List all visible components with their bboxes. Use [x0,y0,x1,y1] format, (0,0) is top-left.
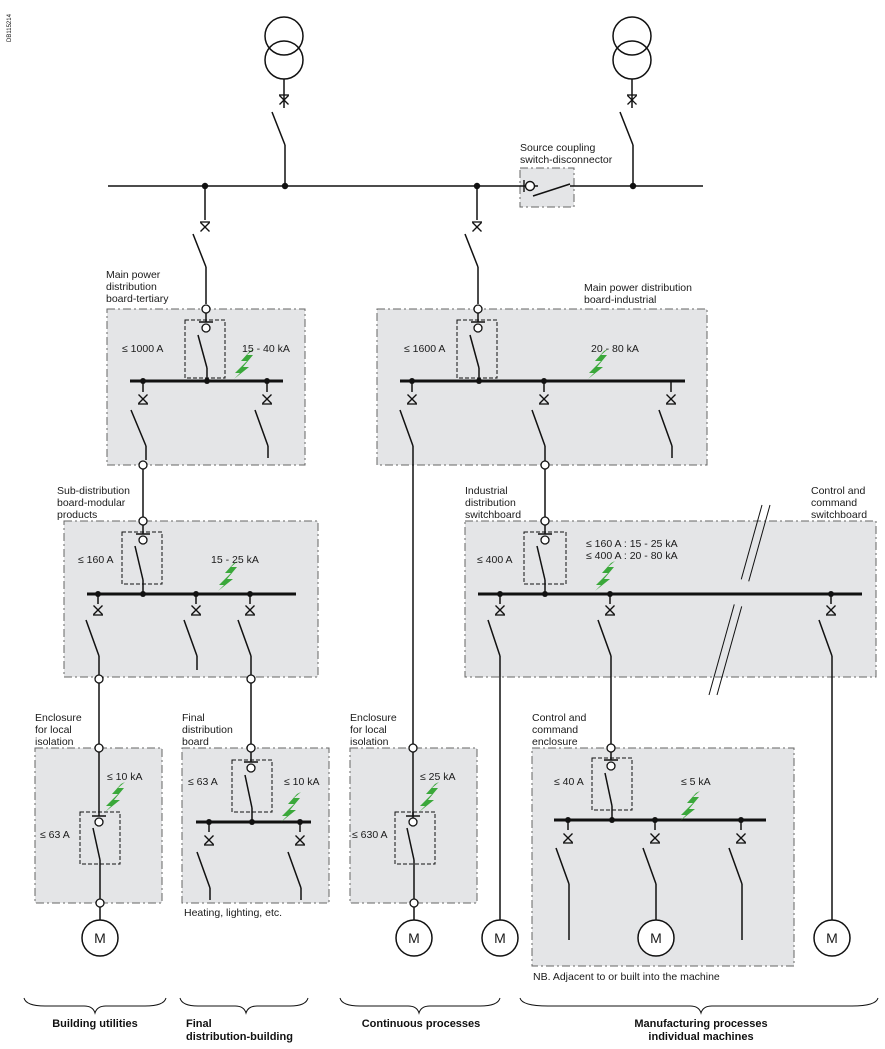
motor-label: M [826,930,838,946]
industrial-switchboard-label: distribution [465,497,516,509]
tertiary-label: board-tertiary [106,293,169,305]
source-coupling-label: Source coupling [520,142,595,154]
rating: ≤ 63 A [40,829,70,841]
rating: ≤ 630 A [352,829,388,841]
tertiary-label: distribution [106,281,157,293]
industrial-label: board-industrial [584,294,656,306]
rating: 15 - 25 kA [211,554,259,566]
final-dist-label: Final [182,712,205,724]
enclosure-label: isolation [350,736,389,748]
panel-subdist [63,520,319,678]
cc-enclosure-label: Control and [532,712,586,724]
control-switchboard-label: command [811,497,857,509]
rating: ≤ 400 A [477,554,513,566]
diagram-code: DB115214 [7,13,13,42]
enclosure-label: isolation [35,736,74,748]
rating: ≤ 10 kA [107,771,143,783]
rating: ≤ 25 kA [420,771,456,783]
transformer-icon [612,16,652,80]
cc-enclosure-label: command [532,724,578,736]
transformer-icon [264,16,304,80]
subdist-label: products [57,509,97,521]
nb-note: NB. Adjacent to or built into the machin… [533,971,720,983]
rating: ≤ 5 kA [681,776,711,788]
category-building-utilities: Building utilities [52,1018,138,1030]
rating: 15 - 40 kA [242,343,290,355]
rating: ≤ 1000 A [122,343,163,355]
motor-label: M [408,930,420,946]
motor-icon [81,919,119,957]
rating: ≤ 63 A [188,776,218,788]
source-coupling-label: switch-disconnector [520,154,613,166]
rating: ≤ 1600 A [404,343,445,355]
enclosure-label: Enclosure [35,712,82,724]
rating: 20 - 80 kA [591,343,639,355]
enclosure-label: for local [35,724,72,736]
category-continuous: Continuous processes [362,1018,481,1030]
heating-note: Heating, lighting, etc. [184,907,282,919]
panel-tertiary [106,308,306,466]
final-dist-label: distribution [182,724,233,736]
industrial-switchboard-label: switchboard [465,509,521,521]
category-manufacturing: Manufacturing processes [634,1018,767,1030]
category-final-building: distribution-building [186,1031,293,1043]
motor-icon [637,919,675,957]
panel-final-dist [181,747,330,904]
rating: ≤ 160 A : 15 - 25 kA [586,538,678,550]
industrial-switchboard-label: Industrial [465,485,508,497]
motor-label: M [94,930,106,946]
rating: ≤ 10 kA [284,776,320,788]
panel-industrial [376,308,708,466]
motor-icon [481,919,519,957]
rating: ≤ 160 A [78,554,114,566]
motor-icon [395,919,433,957]
rating: ≤ 40 A [554,776,584,788]
rating: ≤ 400 A : 20 - 80 kA [586,550,678,562]
enclosure-label: for local [350,724,387,736]
control-switchboard-label: switchboard [811,509,867,521]
motor-icon [813,919,851,957]
enclosure-label: Enclosure [350,712,397,724]
final-dist-label: board [182,736,209,748]
tertiary-label: Main power [106,269,161,281]
motor-label: M [650,930,662,946]
motor-label: M [494,930,506,946]
subdist-label: Sub-distribution [57,485,130,497]
subdist-label: board-modular [57,497,126,509]
category-final-building: Final [186,1018,212,1030]
panel-industrial-switchboard [464,520,877,678]
control-switchboard-label: Control and [811,485,865,497]
industrial-label: Main power distribution [584,282,692,294]
category-manufacturing: individual machines [648,1031,753,1043]
cc-enclosure-label: enclosure [532,736,578,748]
